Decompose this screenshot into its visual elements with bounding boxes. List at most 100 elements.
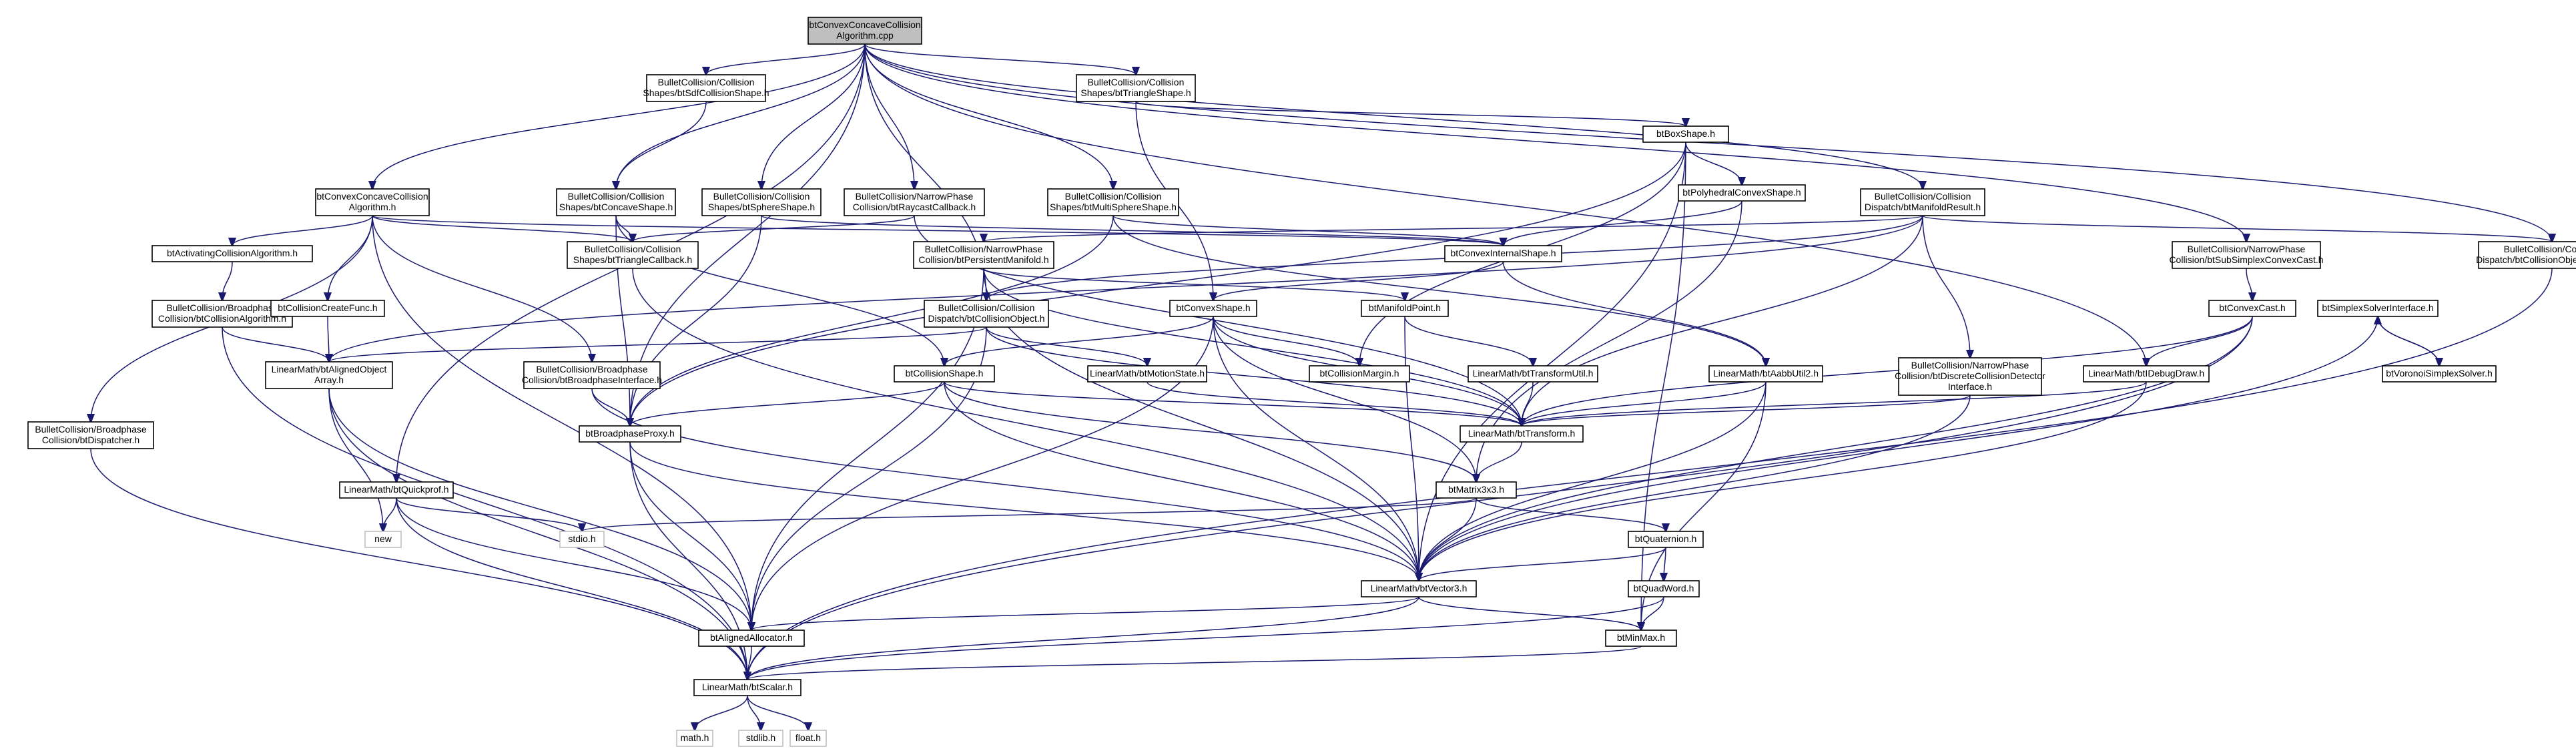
node-label: Shapes/btMultiSphereShape.h — [1050, 202, 1177, 212]
edge-aabbutil-to-vector3 — [1419, 381, 1766, 581]
node-label: LinearMath/btTransformUtil.h — [1473, 368, 1594, 379]
edge-boxshape-to-polyconvex — [1685, 142, 1742, 185]
node-label: BulletCollision/Collision — [2504, 244, 2576, 254]
node-collisionmargin[interactable]: btCollisionMargin.h — [1309, 365, 1410, 383]
node-subsimplex[interactable]: BulletCollision/NarrowPhaseCollision/btS… — [2169, 241, 2324, 269]
node-manifoldresult[interactable]: BulletCollision/CollisionDispatch/btMani… — [1860, 188, 1985, 216]
node-voronoi[interactable]: btVoronoiSimplexSolver.h — [2382, 365, 2497, 383]
node-vector3[interactable]: LinearMath/btVector3.h — [1361, 580, 1477, 597]
node-manifoldpoint[interactable]: btManifoldPoint.h — [1361, 300, 1449, 317]
node-label: BulletCollision/NarrowPhase — [1911, 360, 2029, 370]
node-sphereshape[interactable]: BulletCollision/CollisionShapes/btSphere… — [701, 188, 822, 216]
node-label: LinearMath/btAlignedObject — [272, 364, 387, 374]
edge-convexcast-to-transform — [1522, 316, 2253, 426]
node-box — [646, 74, 766, 102]
node-bpproxy[interactable]: btBroadphaseProxy.h — [579, 425, 681, 443]
node-triangleshape[interactable]: BulletCollision/CollisionShapes/btTriang… — [1076, 74, 1196, 102]
node-discretedetector[interactable]: BulletCollision/NarrowPhaseCollision/btD… — [1895, 357, 2045, 396]
edge-convexinternal-to-aabbutil — [1502, 261, 1766, 366]
edge-colobject-to-alignedallocator — [751, 326, 987, 630]
node-transform[interactable]: LinearMath/btTransform.h — [1460, 425, 1584, 443]
node-label: Interface.h — [1948, 381, 1992, 392]
node-colobjwrapper[interactable]: BulletCollision/CollisionDispatch/btColl… — [2476, 241, 2576, 269]
node-label: btBroadphaseProxy.h — [585, 428, 675, 439]
node-bpinterface[interactable]: BulletCollision/BroadphaseCollision/btBr… — [522, 361, 662, 389]
node-polyconvex[interactable]: btPolyhedralConvexShape.h — [1678, 184, 1806, 202]
node-quadword[interactable]: btQuadWord.h — [1628, 580, 1700, 597]
node-label: btConvexCast.h — [2219, 302, 2286, 313]
node-label: LinearMath/btAabbUtil2.h — [1713, 368, 1819, 379]
node-label: Algorithm.cpp — [836, 30, 894, 41]
edge-colobject-to-alignedobjarray — [329, 326, 987, 362]
node-trianglecb[interactable]: BulletCollision/CollisionShapes/btTriang… — [567, 241, 699, 269]
edge-convexshape-to-vector3 — [1213, 316, 1419, 581]
node-concaveshape[interactable]: BulletCollision/CollisionShapes/btConcav… — [556, 188, 676, 216]
edge-matrix3x3-to-stdio — [582, 497, 1477, 531]
node-scalar[interactable]: LinearMath/btScalar.h — [693, 679, 801, 696]
node-label: BulletCollision/Collision — [1875, 191, 1971, 202]
edge-algoh-to-createfunc — [328, 215, 373, 300]
edge-motionstate-to-transform — [1147, 381, 1522, 426]
node-box — [1076, 74, 1196, 102]
edge-root-to-algoh — [372, 43, 866, 189]
node-box — [1708, 365, 1823, 383]
node-minmax[interactable]: btMinMax.h — [1605, 630, 1677, 647]
node-box — [698, 630, 805, 647]
node-quaternion[interactable]: btQuaternion.h — [1628, 531, 1704, 548]
node-box — [2382, 365, 2497, 383]
node-persistentmanifold[interactable]: BulletCollision/NarrowPhaseCollision/btP… — [913, 241, 1054, 269]
node-debugdraw[interactable]: LinearMath/btIDebugDraw.h — [2083, 365, 2210, 383]
node-label: LinearMath/btScalar.h — [702, 682, 793, 692]
edge-vector3-to-alignedallocator — [751, 596, 1419, 630]
node-softcs[interactable]: BulletCollision/CollisionShapes/btSdfCol… — [643, 74, 769, 102]
node-label: Shapes/btTriangleCallback.h — [573, 254, 692, 265]
node-label: btVoronoiSimplexSolver.h — [2386, 368, 2493, 379]
node-convexinternal[interactable]: btConvexInternalShape.h — [1444, 245, 1562, 262]
node-box — [844, 188, 985, 216]
node-boxshape[interactable]: btBoxShape.h — [1642, 126, 1729, 143]
edge-root-to-manifoldresult — [864, 43, 1923, 189]
node-collisionshape[interactable]: btCollisionShape.h — [894, 365, 995, 383]
node-label: BulletCollision/NarrowPhase — [2188, 244, 2306, 254]
node-quickprof[interactable]: LinearMath/btQuickprof.h — [339, 481, 454, 499]
node-raycastcb[interactable]: BulletCollision/NarrowPhaseCollision/btR… — [844, 188, 985, 216]
node-label: btBoxShape.h — [1656, 128, 1715, 139]
node-multisphere[interactable]: BulletCollision/CollisionShapes/btMultiS… — [1047, 188, 1179, 216]
node-label: stdio.h — [568, 533, 595, 544]
node-box — [1605, 630, 1677, 647]
edge-bpinterface-to-bpproxy — [591, 388, 630, 426]
node-transformutil[interactable]: LinearMath/btTransformUtil.h — [1468, 365, 1598, 383]
node-box — [808, 17, 922, 45]
node-label: BulletCollision/Collision — [658, 77, 755, 87]
node-createfunc[interactable]: btCollisionCreateFunc.h — [270, 300, 385, 317]
node-matrix3x3[interactable]: btMatrix3x3.h — [1435, 481, 1517, 499]
node-convexshape[interactable]: btConvexShape.h — [1169, 300, 1257, 317]
node-activating[interactable]: btActivatingCollisionAlgorithm.h — [151, 245, 313, 262]
edge-manifoldresult-to-persistentmanifold — [984, 215, 1923, 242]
node-simplexsolveriface[interactable]: btSimplexSolverInterface.h — [2317, 300, 2439, 317]
node-dispatcher[interactable]: BulletCollision/BroadphaseCollision/btDi… — [27, 421, 154, 449]
node-label: btConvexShape.h — [1176, 302, 1250, 313]
node-box — [364, 531, 402, 548]
edge-scalar-to-stdlib — [747, 695, 761, 730]
node-box — [738, 730, 783, 747]
node-label: Collision/btDispatcher.h — [42, 435, 139, 445]
edge-convexshape-to-collisionmargin — [1213, 316, 1359, 366]
node-bpcollalgo[interactable]: BulletCollision/BroadphaseCollision/btCo… — [151, 300, 293, 328]
node-motionstate[interactable]: LinearMath/btMotionState.h — [1087, 365, 1207, 383]
node-colobject[interactable]: BulletCollision/CollisionDispatch/btColl… — [924, 300, 1049, 328]
node-label: Shapes/btSphereShape.h — [708, 202, 815, 212]
node-label: Collision/btBroadphaseInterface.h — [522, 374, 662, 385]
node-alignedallocator[interactable]: btAlignedAllocator.h — [698, 630, 805, 647]
node-label: btPolyhedralConvexShape.h — [1682, 187, 1801, 198]
node-aabbutil[interactable]: LinearMath/btAabbUtil2.h — [1708, 365, 1823, 383]
node-box — [693, 679, 801, 696]
edge-persistentmanifold-to-manifoldpoint — [983, 268, 1405, 300]
node-stdio: stdio.h — [559, 531, 605, 548]
edge-manifoldresult-to-transform — [1522, 215, 1923, 426]
node-convexcast[interactable]: btConvexCast.h — [2208, 300, 2296, 317]
